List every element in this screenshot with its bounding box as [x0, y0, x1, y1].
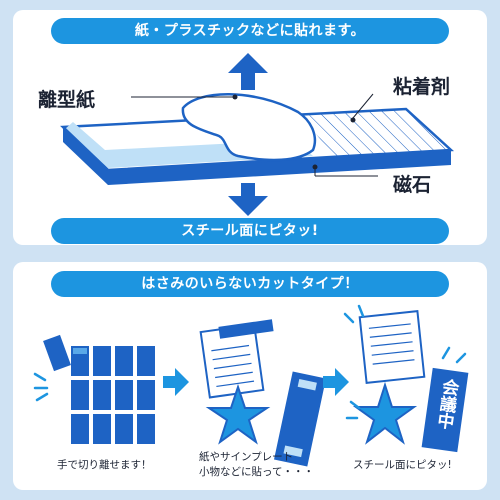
- star-icon-2: [352, 381, 418, 445]
- paper-with-magnet: [199, 319, 274, 399]
- magnet-pieces-grid: [33, 334, 155, 444]
- arrow-up-icon: [228, 53, 268, 90]
- sign-plate: [274, 371, 326, 467]
- step-arrow-icon: [163, 368, 189, 396]
- bottom-banner-title: はさみのいらないカットタイプ！: [51, 271, 449, 297]
- arrow-down-icon: [228, 183, 268, 216]
- meeting-plate: [421, 367, 469, 453]
- paper-on-steel: [343, 304, 426, 384]
- step-arrow-icon-2: [323, 368, 349, 396]
- magnet-slab-front: [63, 127, 451, 185]
- step3-caption: スチール面にピタッ!: [353, 459, 452, 471]
- structure-panel: 紙・プラスチックなどに貼れます。: [13, 10, 487, 245]
- top-banner-title: 紙・プラスチックなどに貼れます。: [51, 18, 449, 44]
- step2-caption-line2: 小物などに貼って・・・: [199, 466, 314, 478]
- cut-type-steps-diagram: [33, 304, 469, 467]
- magnet-structure-diagram: [60, 53, 455, 216]
- label-adhesive: 粘着剤: [393, 76, 451, 98]
- adhesive-layer: [296, 109, 451, 158]
- cut-type-panel: はさみのいらないカットタイプ！: [13, 262, 487, 490]
- label-release-paper: 離型紙: [38, 89, 96, 111]
- star-icon: [205, 383, 271, 445]
- top-banner-steel: スチール面にピタッ!: [51, 218, 449, 244]
- step2-caption-line1: 紙やサインプレート: [199, 451, 294, 463]
- release-paper: [181, 93, 317, 162]
- step1-caption: 手で切り離せます！: [57, 459, 152, 471]
- label-magnet: 磁石: [393, 174, 432, 196]
